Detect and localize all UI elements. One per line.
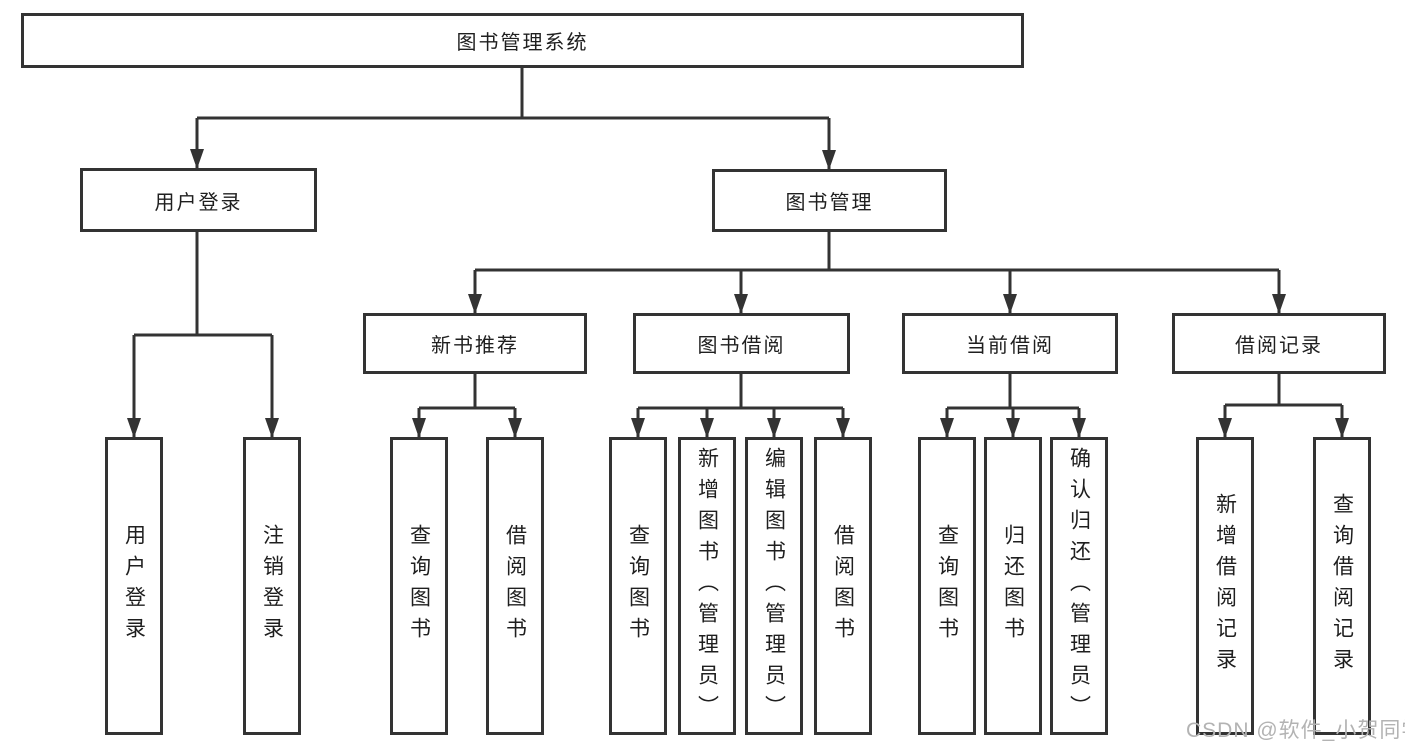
leaf-query-books-2: 查询图书 xyxy=(609,437,667,735)
node-current-borrow-label: 当前借阅 xyxy=(966,335,1054,357)
leaf-label: 归还图书 xyxy=(1001,524,1025,648)
leaf-return-books: 归还图书 xyxy=(984,437,1042,735)
leaf-add-borrow-record: 新增借阅记录 xyxy=(1196,437,1254,735)
node-borrow-records-label: 借阅记录 xyxy=(1235,335,1323,357)
node-book-borrow-label: 图书借阅 xyxy=(697,335,786,357)
leaf-label: 新增借阅记录 xyxy=(1213,493,1237,679)
node-borrow-records: 借阅记录 xyxy=(1172,313,1386,374)
connector xyxy=(134,232,272,337)
node-current-borrow: 当前借阅 xyxy=(902,313,1118,374)
leaf-label: 用户登录 xyxy=(122,524,146,648)
leaf-label: 查询图书 xyxy=(626,524,650,648)
node-user-login: 用户登录 xyxy=(80,168,317,232)
connector xyxy=(1225,374,1342,407)
node-book-borrow: 图书借阅 xyxy=(633,313,850,374)
node-new-book-recommend-label: 新书推荐 xyxy=(431,335,519,357)
leaf-label: 注销登录 xyxy=(260,524,284,648)
leaf-borrow-books-2: 借阅图书 xyxy=(814,437,872,735)
leaf-query-borrow-record: 查询借阅记录 xyxy=(1313,437,1371,735)
leaf-edit-books-admin: 编辑图书（管理员） xyxy=(745,437,803,735)
leaf-confirm-return-admin: 确认归还（管理员） xyxy=(1050,437,1108,735)
leaf-logout: 注销登录 xyxy=(243,437,301,735)
connector xyxy=(475,232,1279,272)
leaf-label: 借阅图书 xyxy=(503,524,527,648)
leaf-query-books-3: 查询图书 xyxy=(918,437,976,735)
leaf-query-books-1: 查询图书 xyxy=(390,437,448,735)
leaf-label: 查询借阅记录 xyxy=(1330,493,1354,679)
leaf-label: 确认归还（管理员） xyxy=(1067,446,1091,726)
node-root-label: 图书管理系统 xyxy=(456,32,589,54)
leaf-borrow-books-1: 借阅图书 xyxy=(486,437,544,735)
connector xyxy=(197,68,829,120)
csdn-watermark: CSDN @软件_小贺同学 xyxy=(1186,719,1405,742)
leaf-user-login: 用户登录 xyxy=(105,437,163,735)
connector xyxy=(638,374,843,410)
leaf-label: 新增图书（管理员） xyxy=(695,446,719,726)
node-book-management-label: 图书管理 xyxy=(785,192,874,214)
connectors-group xyxy=(127,68,1349,438)
leaf-label: 查询图书 xyxy=(407,524,431,648)
node-book-management: 图书管理 xyxy=(712,169,947,232)
leaf-label: 借阅图书 xyxy=(831,524,855,648)
node-user-login-label: 用户登录 xyxy=(154,191,243,214)
leaf-label: 查询图书 xyxy=(935,524,959,648)
node-new-book-recommend: 新书推荐 xyxy=(363,313,587,374)
leaf-add-books-admin: 新增图书（管理员） xyxy=(678,437,736,735)
connector xyxy=(419,374,515,410)
leaf-label: 编辑图书（管理员） xyxy=(762,446,786,726)
node-root: 图书管理系统 xyxy=(21,13,1024,68)
connector xyxy=(947,374,1079,410)
